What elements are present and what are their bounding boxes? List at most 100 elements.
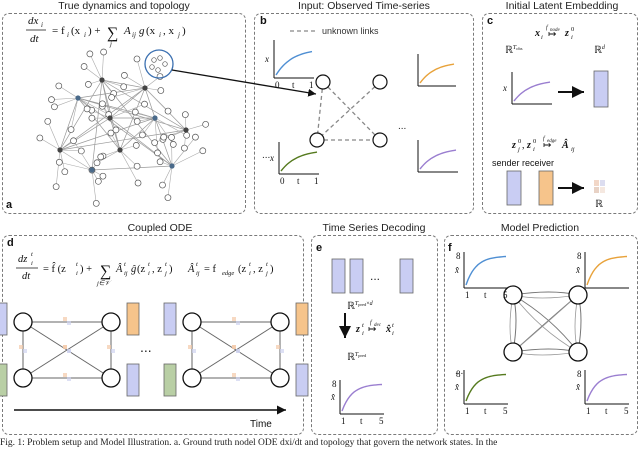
network-edge [171, 136, 196, 167]
series-line [419, 149, 457, 170]
network-edge [39, 137, 61, 151]
network-node [84, 81, 92, 88]
svg-text:∑: ∑ [100, 263, 111, 280]
zoom-arrow [171, 69, 317, 97]
svg-text:t: t [76, 261, 78, 268]
encoder-input-plot: x [502, 72, 552, 105]
tick-label: t [292, 80, 295, 90]
y-axis-label: x̂ [330, 392, 335, 402]
network-node [157, 55, 163, 61]
y-tick-label: 8 [456, 251, 461, 261]
network-node [151, 57, 157, 63]
latent-box [126, 363, 140, 397]
network-node [100, 48, 107, 56]
network-node [141, 100, 148, 108]
svg-text:t: t [31, 251, 33, 258]
coupled-graph [163, 302, 309, 397]
ellipsis-b-left: ... [262, 150, 270, 161]
network-edge [73, 140, 93, 171]
title-embedding: Initial Latent Embedding [505, 0, 619, 12]
graph-node [13, 368, 33, 388]
graph-node [182, 368, 202, 388]
svg-text:t: t [124, 261, 126, 268]
network-edge [101, 51, 104, 81]
network-edge [59, 149, 93, 171]
network-edge [96, 149, 121, 164]
unknown-link [316, 81, 381, 141]
ellipsis-b-right: ... [398, 121, 406, 132]
y-tick-label: 8 [456, 369, 461, 379]
network-node [107, 129, 115, 137]
title-decoding: Time Series Decoding [322, 222, 426, 234]
network-node [97, 153, 105, 161]
network-node [157, 87, 165, 94]
edge-weight [19, 345, 23, 349]
svg-text:ij: ij [196, 270, 200, 277]
unknown-link [322, 81, 381, 141]
network-edge [144, 87, 169, 112]
highlight-circle [144, 49, 174, 79]
network-edge [185, 124, 206, 131]
network-edge [144, 87, 156, 119]
svg-text:i: i [362, 330, 364, 337]
svg-text:i: i [31, 260, 33, 267]
network-node [133, 162, 141, 170]
network-edge [83, 66, 103, 81]
tick-label: t [484, 290, 487, 300]
latent-boxes-e [331, 258, 414, 294]
tick-label: t [484, 406, 487, 416]
edge-weight [236, 349, 240, 353]
network-node [99, 100, 106, 108]
svg-text:dz: dz [18, 254, 27, 265]
r-latent-e: ℝTpred×d [347, 301, 374, 312]
edge-weight [67, 321, 71, 325]
tick-label: t [297, 176, 300, 186]
network-node [93, 159, 101, 167]
time-label: Time [250, 419, 272, 430]
edge-weight [111, 349, 115, 353]
network-hub [75, 95, 81, 101]
network-edge [91, 79, 103, 171]
series-line [419, 63, 455, 84]
network-node [162, 61, 168, 67]
panel-letter-c: c [487, 15, 494, 27]
edge-weight [236, 321, 240, 325]
network-node [133, 117, 141, 125]
network-edge [91, 165, 173, 171]
svg-text:edge: edge [222, 270, 234, 277]
svg-text:z: z [511, 140, 516, 151]
svg-text:A: A [123, 25, 131, 37]
network-node [155, 67, 161, 73]
svg-text:t: t [148, 261, 150, 268]
r-obs: ℝTobs [505, 45, 523, 56]
graph-node [503, 285, 523, 305]
edge-weight [232, 373, 236, 377]
network-edge [77, 97, 156, 119]
network-edge [58, 85, 79, 99]
mini-plot: x [502, 72, 552, 105]
svg-text:g: g [139, 25, 145, 37]
title-true-dynamics: True dynamics and topology [58, 0, 190, 12]
graph-node [182, 312, 202, 332]
network-node [120, 83, 128, 91]
graph-node [568, 342, 588, 362]
network-edge [59, 149, 82, 152]
network-node [139, 131, 146, 139]
network-hub [152, 115, 158, 121]
network-node [160, 133, 168, 141]
network-node [183, 131, 191, 139]
svg-text:t: t [266, 261, 268, 268]
network-edge [154, 117, 158, 153]
series-line [465, 373, 507, 402]
svg-text:dx: dx [28, 15, 39, 27]
y-tick-label: 8 [332, 379, 337, 389]
svg-text:0: 0 [533, 138, 536, 145]
panel-e [311, 235, 438, 435]
svg-text:t: t [392, 322, 394, 329]
network-node [164, 107, 172, 115]
ellipsis-e: ... [370, 269, 380, 283]
